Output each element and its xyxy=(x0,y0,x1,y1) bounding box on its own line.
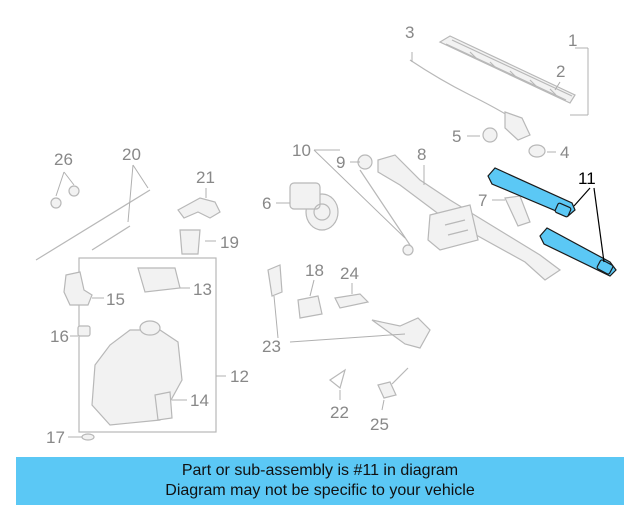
cap-19 xyxy=(179,229,201,255)
callout-14: 14 xyxy=(190,391,209,410)
banner-line-2: Diagram may not be specific to your vehi… xyxy=(165,482,475,499)
info-banner: Part or sub-assembly is #11 in diagram D… xyxy=(16,457,624,505)
connector-part xyxy=(371,317,431,349)
nozzle-24 xyxy=(334,293,370,309)
callout-20: 20 xyxy=(122,145,141,164)
callout-13: 13 xyxy=(193,280,212,299)
callout-8: 8 xyxy=(417,145,426,164)
bolts-26 xyxy=(50,185,80,209)
clip-22 xyxy=(328,368,347,390)
callout-19: 19 xyxy=(220,233,239,252)
nut-part xyxy=(528,144,546,158)
washer-pump xyxy=(63,271,93,306)
callout-25: 25 xyxy=(370,415,389,434)
callout-22: 22 xyxy=(330,403,349,422)
callout-23: 23 xyxy=(262,337,281,356)
seal-13 xyxy=(137,267,181,293)
callout-1: 1 xyxy=(568,31,577,50)
wiper-blade-assembly xyxy=(409,35,576,141)
wiper-motor xyxy=(289,182,339,231)
callout-16: 16 xyxy=(50,327,69,346)
svg-text:9: 9 xyxy=(336,153,345,172)
sensor-25 xyxy=(377,381,397,399)
lift-supports-20 xyxy=(35,189,151,261)
cap-part xyxy=(482,127,498,143)
wiper-linkage xyxy=(357,154,562,281)
bracket-part xyxy=(504,195,531,227)
part-14 xyxy=(154,391,173,421)
banner-line-1: Part or sub-assembly is #11 in diagram xyxy=(181,462,459,479)
callout-12: 12 xyxy=(230,367,249,386)
callout-7: 7 xyxy=(478,191,487,210)
part-18 xyxy=(297,295,323,319)
callout-3: 3 xyxy=(405,23,414,42)
callout-4: 4 xyxy=(560,143,569,162)
callout-18: 18 xyxy=(305,261,324,280)
callout-24: 24 xyxy=(340,264,359,283)
sensor-part xyxy=(267,264,283,297)
callout-6: 6 xyxy=(262,194,271,213)
callout-21: 21 xyxy=(196,168,215,187)
reservoir-box xyxy=(78,257,217,433)
connecting-rod-part-11 xyxy=(487,167,617,277)
parts-diagram: 1 2 3 5 4 8 10 10 9 7 6 11 xyxy=(35,23,617,447)
hose-part xyxy=(177,197,221,219)
callout-11: 11 xyxy=(578,169,596,188)
grommet-16 xyxy=(77,325,91,337)
callout-26: 26 xyxy=(54,150,73,169)
callout-17: 17 xyxy=(46,428,65,447)
callout-2: 2 xyxy=(556,62,565,81)
filter-17 xyxy=(81,433,95,441)
callout-5: 5 xyxy=(452,127,461,146)
callout-10: 10 xyxy=(292,141,311,160)
callout-15: 15 xyxy=(106,290,125,309)
